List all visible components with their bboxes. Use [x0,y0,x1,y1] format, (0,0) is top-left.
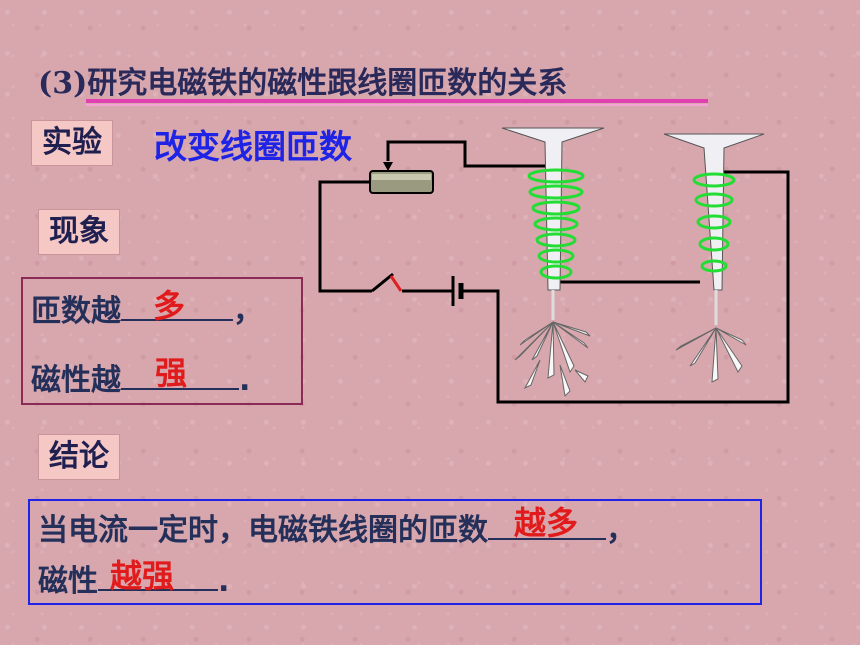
phenomenon-line-1: 匝数越多 ， [31,286,263,330]
phenomenon-line-2-suffix: . [239,363,251,398]
title-underline [86,99,708,103]
conclusion-blank-2: 越强 [98,557,218,595]
coil-left [527,168,585,280]
paperclips-right [675,327,747,383]
wire-slider-to-coil1 [386,140,551,168]
coil-right [692,172,736,273]
title-underline-shadow [86,104,708,106]
conclusion-label: 结论 [38,434,120,480]
conclusion-line-1-suffix: ， [606,513,636,548]
electromagnet-right [663,133,765,383]
conclusion-box [28,499,762,605]
phenomenon-box [21,277,303,405]
switch [371,272,403,293]
conclusion-answer-2: 越强 [110,557,175,595]
phenomenon-label: 现象 [38,209,120,255]
paperclips-left [514,321,591,398]
electromagnet-left [501,127,605,398]
phenomenon-answer-1: 多 [153,287,186,325]
phenomenon-line-1-suffix: ， [233,294,263,329]
circuit-wires [318,140,790,404]
conclusion-line-2: 磁性越强. [38,556,229,600]
rheostat-slider-pointer [383,162,393,171]
wire-left-loop [318,180,372,293]
rheostat [369,162,434,194]
wire-battery-to-right [463,170,790,404]
phenomenon-line-2: 磁性越强. [31,354,251,399]
conclusion-line-1: 当电流一定时，电磁铁线圈的匝数越多 ， [38,504,636,549]
experiment-label: 实验 [31,120,113,166]
page-title: (3)研究电磁铁的磁性跟线圈匝数的关系 [38,66,568,101]
phenomenon-line-2-prefix: 磁性越 [31,363,121,398]
experiment-text: 改变线圈匝数 [154,127,352,166]
conclusion-blank-1: 越多 [488,504,606,542]
phenomenon-blank-1: 多 [121,287,233,325]
conclusion-line-2-suffix: . [218,564,230,599]
phenomenon-line-1-prefix: 匝数越 [31,294,121,329]
conclusion-answer-1: 越多 [514,504,579,542]
conclusion-line-2-prefix: 磁性 [38,564,98,599]
phenomenon-blank-2: 强 [121,354,239,392]
phenomenon-answer-2: 强 [155,354,188,392]
conclusion-line-1-prefix: 当电流一定时，电磁铁线圈的匝数 [38,513,488,548]
battery [451,276,464,306]
